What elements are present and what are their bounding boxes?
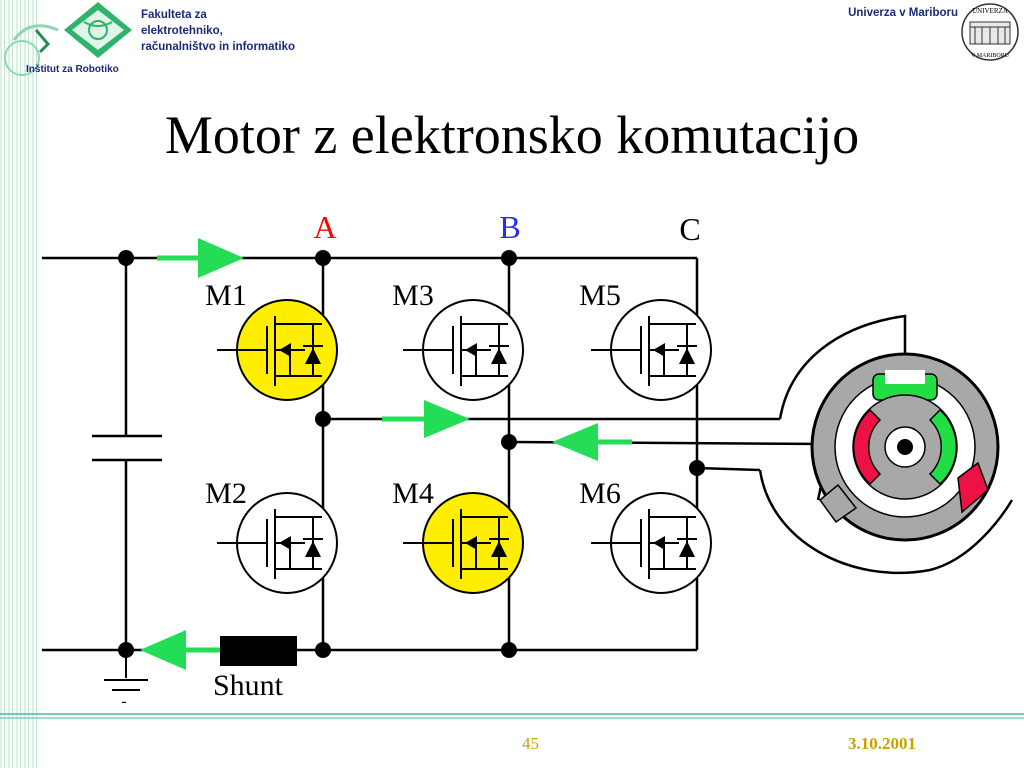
current-arrow-bottom	[140, 630, 220, 670]
node-a-label: A	[313, 209, 336, 245]
university-seal-icon: UNIVERZA V MARIBORU	[961, 3, 1019, 61]
transistor-m5	[590, 299, 712, 401]
m2-label: M2	[205, 477, 247, 510]
seal-bottom-text: V MARIBORU	[971, 53, 1010, 59]
phase-c-wire	[696, 466, 761, 472]
current-arrow-top	[157, 238, 244, 278]
left-decorative-stripe	[0, 0, 38, 768]
m3-label: M3	[392, 279, 434, 312]
m4-label: M4	[392, 477, 434, 510]
m6-label: M6	[579, 477, 621, 510]
faculty-line-1: Fakulteta za	[141, 9, 207, 21]
minus-label: -	[121, 693, 126, 710]
bldc-motor	[758, 314, 1014, 575]
header-graphics: UNIVERZA V MARIBORU	[4, 2, 1019, 76]
faculty-line-3: računalništvo in informatiko	[141, 41, 295, 53]
slide-date: 3.10.2001	[848, 734, 916, 753]
current-arrow-phase-a	[382, 400, 470, 438]
m1-label: M1	[205, 279, 247, 312]
transistor-m6	[590, 492, 712, 594]
m5-label: M5	[579, 279, 621, 312]
institute-name: Inštitut za Robotiko	[26, 64, 119, 75]
node-b-label: B	[499, 209, 520, 245]
transistor-m1	[216, 299, 338, 401]
shunt-label: Shunt	[213, 669, 284, 702]
page-number: 45	[522, 734, 539, 753]
header: UNIVERZA V MARIBORU Fakulteta za elektro…	[0, 0, 1024, 90]
shunt-resistor	[220, 636, 297, 666]
robotics-institute-logo-icon	[4, 24, 59, 76]
slide-title: Motor z elektronsko komutacijo	[164, 105, 860, 165]
seal-top-text: UNIVERZA	[972, 7, 1008, 15]
capacitor	[92, 258, 162, 650]
transistor-m2	[216, 492, 338, 594]
node-c-label: C	[679, 211, 700, 247]
transistor-m4	[402, 492, 524, 594]
junction-dots	[118, 250, 705, 658]
faculty-line-2: elektrotehniko,	[141, 25, 223, 37]
current-arrow-phase-b	[552, 423, 632, 461]
faculty-logo-icon	[64, 2, 132, 58]
transistor-m3	[402, 299, 524, 401]
university-name: Univerza v Mariboru	[848, 7, 958, 19]
faculty-name: Fakulteta za elektrotehniko, računalništ…	[141, 7, 295, 55]
